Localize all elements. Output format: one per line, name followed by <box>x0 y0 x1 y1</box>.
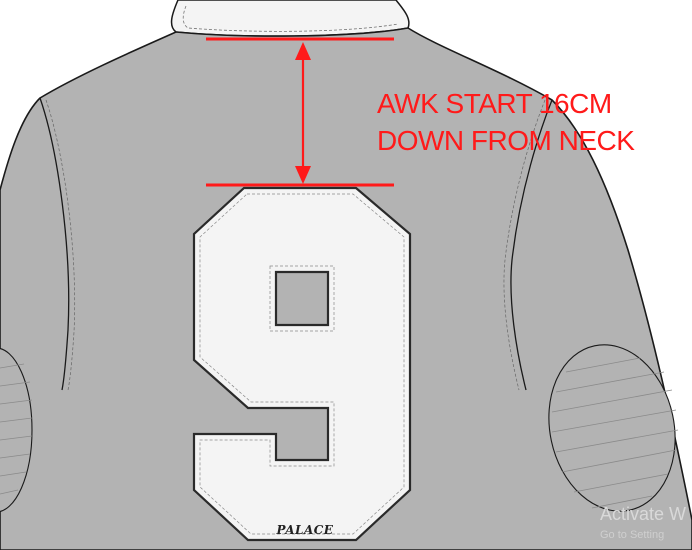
measurement-arrow-up-icon <box>295 42 311 60</box>
watermark-line-2: Go to Setting <box>600 529 664 541</box>
brand-label: PALACE <box>276 523 334 537</box>
left-sleeve-seam <box>39 97 70 391</box>
annotation-line-2: DOWN FROM NECK <box>377 125 635 156</box>
number-nine-patch <box>192 186 412 542</box>
right-elbow-stripes <box>551 357 679 509</box>
collar-stitch <box>182 5 399 32</box>
right-sleeve-seam <box>510 99 553 391</box>
left-elbow-stripes <box>0 363 33 495</box>
watermark-line-1: Activate W <box>600 504 686 524</box>
left-elbow-patch <box>0 347 33 513</box>
right-sleeve-stitch <box>503 99 546 391</box>
collar <box>170 0 410 37</box>
number-nine-stitch <box>199 193 405 535</box>
measurement-arrow-down-icon <box>295 166 311 184</box>
annotation-line-1: AWK START 16CM <box>377 88 612 119</box>
right-elbow-patch <box>548 344 676 512</box>
